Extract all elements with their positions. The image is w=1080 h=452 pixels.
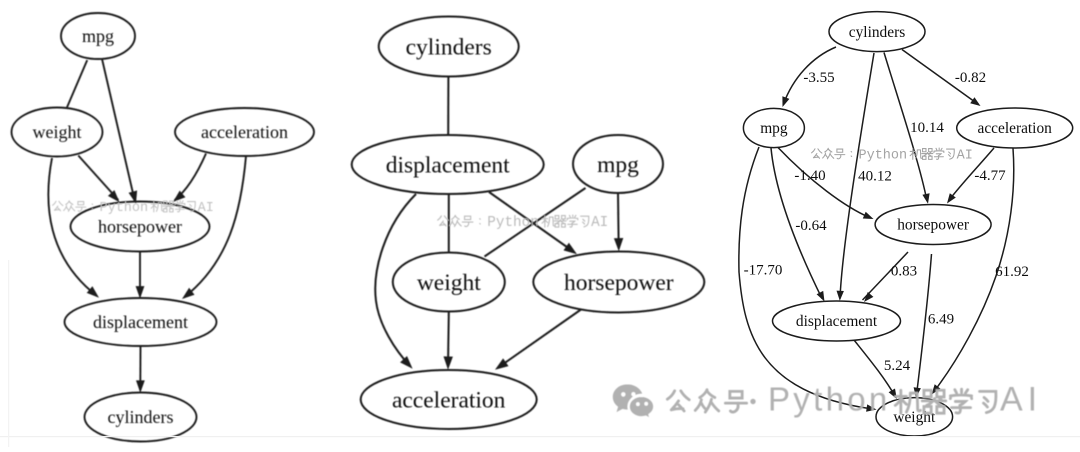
svg-text:Python: Python [768, 381, 891, 418]
svg-text:cylinders: cylinders [108, 407, 174, 427]
svg-text:6.49: 6.49 [928, 312, 954, 328]
svg-text:weight: weight [417, 270, 481, 296]
svg-text:-0.82: -0.82 [955, 70, 986, 86]
svg-text:acceleration: acceleration [978, 120, 1053, 137]
svg-text:Python: Python [859, 148, 908, 163]
svg-text:AI: AI [957, 148, 973, 163]
svg-text:mpg: mpg [597, 152, 639, 178]
svg-text:displacement: displacement [93, 312, 188, 332]
svg-text:0.83: 0.83 [891, 264, 917, 280]
svg-text:acceleration: acceleration [201, 122, 288, 142]
svg-text:horsepower: horsepower [98, 217, 182, 237]
svg-text:horsepower: horsepower [897, 217, 969, 234]
svg-text:cylinders: cylinders [406, 34, 492, 60]
svg-text:AI: AI [1000, 381, 1042, 419]
svg-text:-3.55: -3.55 [803, 70, 834, 86]
svg-text:-1.40: -1.40 [794, 168, 825, 184]
svg-text:10.14: 10.14 [910, 120, 944, 136]
svg-text:displacement: displacement [796, 313, 878, 330]
svg-text:-17.70: -17.70 [744, 263, 783, 279]
svg-text:-4.77: -4.77 [974, 168, 1006, 184]
svg-text:horsepower: horsepower [564, 270, 674, 296]
svg-text:weight: weight [33, 122, 82, 142]
svg-text:5.24: 5.24 [884, 358, 911, 374]
svg-text:displacement: displacement [386, 152, 510, 178]
svg-text:acceleration: acceleration [392, 387, 506, 413]
svg-text:-0.64: -0.64 [795, 218, 827, 234]
svg-text:cylinders: cylinders [849, 24, 905, 41]
svg-text:40.12: 40.12 [858, 169, 892, 185]
svg-text:AI: AI [591, 215, 608, 231]
svg-text:61.92: 61.92 [995, 264, 1029, 280]
svg-text:AI: AI [198, 201, 214, 216]
svg-text:mpg: mpg [760, 120, 788, 137]
svg-text:Python: Python [487, 215, 538, 231]
svg-text:Python: Python [100, 201, 149, 216]
svg-text:mpg: mpg [82, 26, 114, 46]
